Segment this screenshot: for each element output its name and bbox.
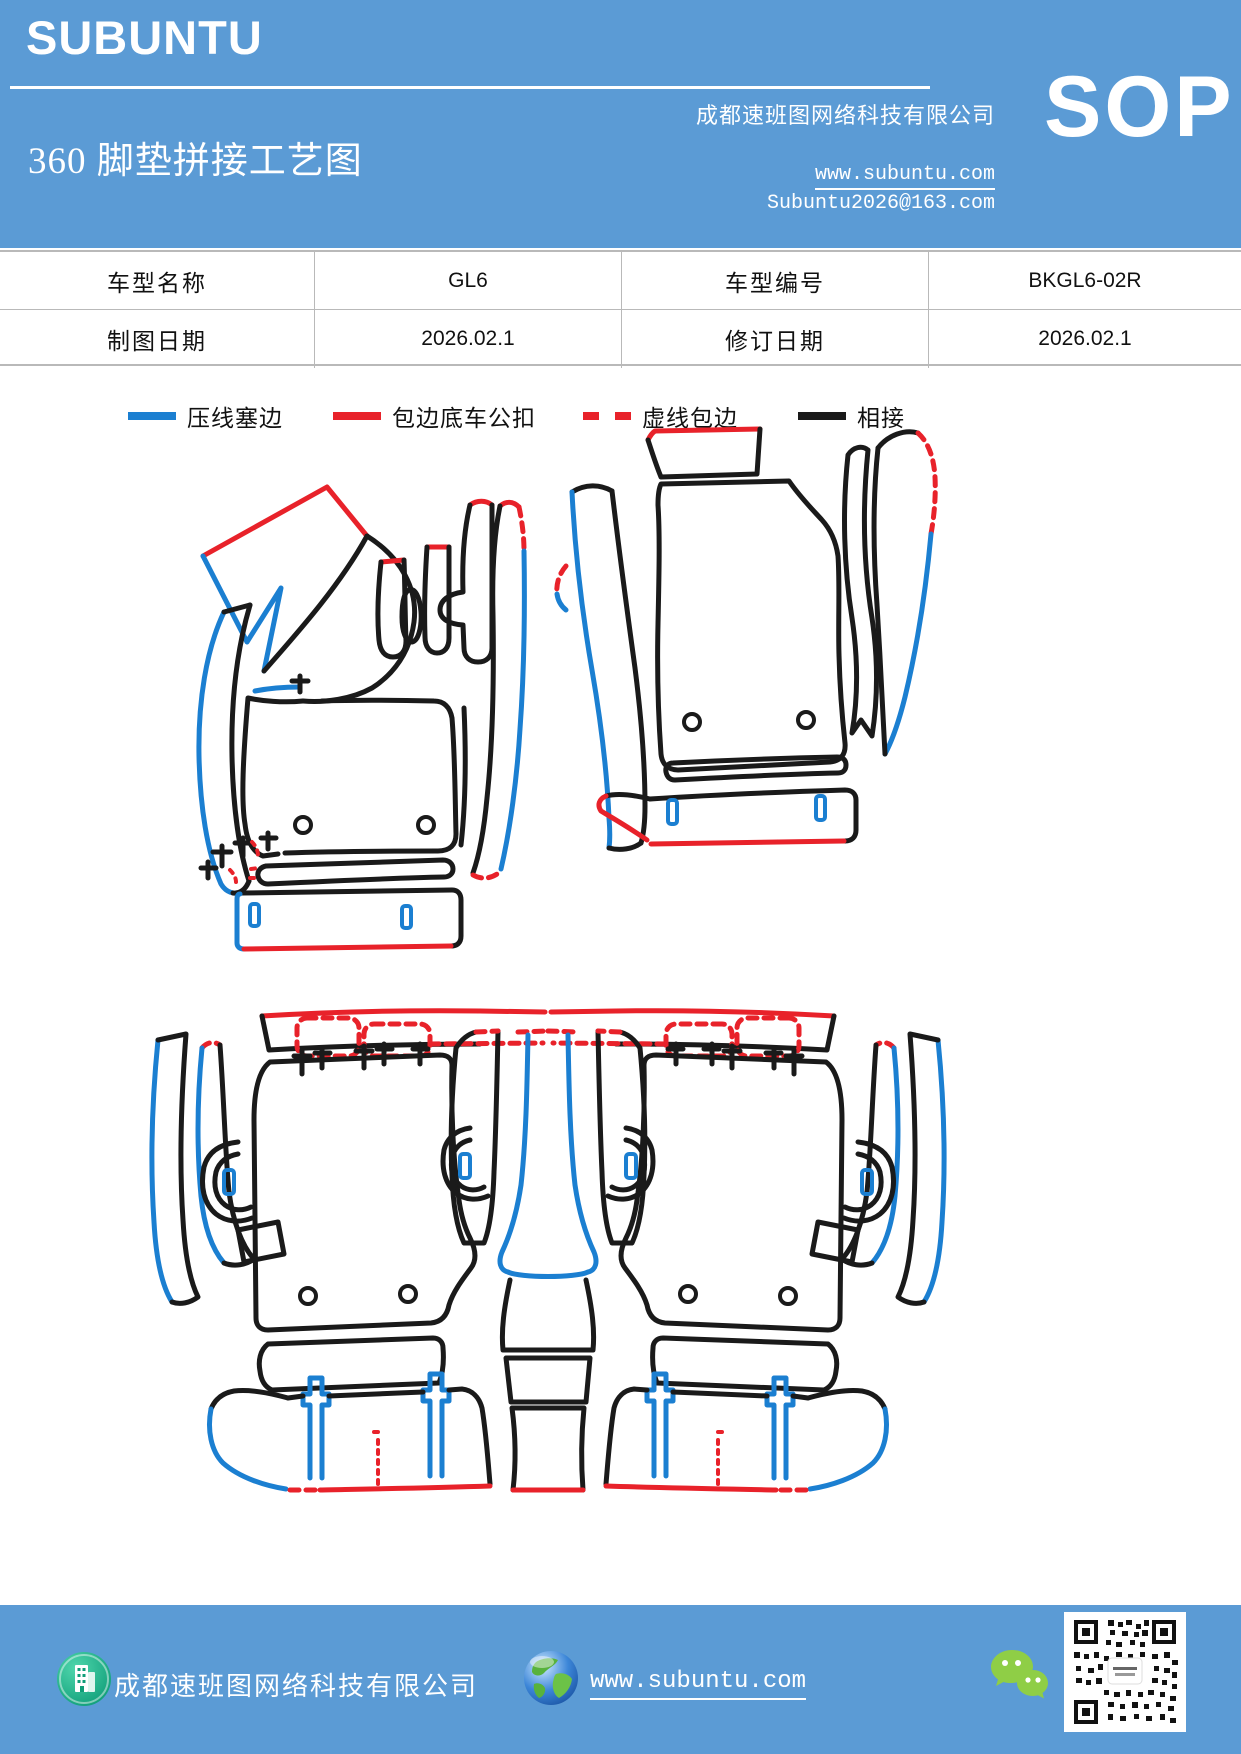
header-website-link[interactable]: www.subuntu.com <box>600 163 995 190</box>
brand-logo: SUBUNTU <box>26 11 263 64</box>
header-divider <box>10 86 930 89</box>
legend-label: 压线塞边 <box>187 406 283 431</box>
rear-center-tunnel-drawing <box>497 1028 599 1493</box>
header-company-name: 成都速班图网络科技有限公司 <box>695 103 995 128</box>
table-cell-model-label: 车型名称 <box>0 252 315 310</box>
vehicle-info-table: 车型名称 GL6 车型编号 BKGL6-02R 制图日期 2026.02.1 修… <box>0 250 1241 368</box>
wechat-icon <box>991 1650 1048 1699</box>
footer-company-name: 成都速班图网络科技有限公司 <box>114 1672 479 1701</box>
legend-item-joint: 相接 <box>798 398 905 434</box>
legend-label: 包边底车公扣 <box>392 406 536 431</box>
footer-website-link[interactable]: www.subuntu.com <box>590 1668 807 1700</box>
legend-item-press-edge: 压线塞边 <box>128 398 283 434</box>
legend-swatch-black <box>798 412 846 420</box>
qr-code <box>1064 1612 1186 1732</box>
table-cell-revdate-label: 修订日期 <box>622 310 929 368</box>
page-title: 360 脚垫拼接工艺图 <box>28 141 363 182</box>
company-building-icon <box>57 1652 111 1706</box>
rear-mats-drawing <box>149 1008 944 1493</box>
header-banner: SUBUNTU 360 脚垫拼接工艺图 成都速班图网络科技有限公司 SOP ww… <box>0 0 1241 248</box>
sop-badge: SOP <box>1044 59 1235 155</box>
legend-item-binding-edge: 包边底车公扣 <box>333 398 536 434</box>
table-cell-drawdate-label: 制图日期 <box>0 310 315 368</box>
legend-swatch-red <box>333 412 381 420</box>
table-cell-code-value: BKGL6-02R <box>929 252 1241 310</box>
legend-swatch-red-dashed <box>583 412 631 420</box>
table-cell-drawdate-value: 2026.02.1 <box>315 310 622 368</box>
header-email[interactable]: Subuntu2026@163.com <box>766 192 995 215</box>
legend-label: 虚线包边 <box>642 406 738 431</box>
front-driver-mat-drawing <box>196 484 527 952</box>
rear-mats-left-half <box>149 1008 548 1493</box>
legend-swatch-blue <box>128 412 176 420</box>
legend-item-dashed-binding: 虚线包边 <box>583 398 738 434</box>
globe-icon <box>524 1651 578 1705</box>
front-passenger-mat-drawing <box>554 426 938 852</box>
mat-process-diagram <box>149 426 1241 1493</box>
legend-label: 相接 <box>857 406 905 431</box>
table-cell-code-label: 车型编号 <box>622 252 929 310</box>
table-cell-model-value: GL6 <box>315 252 622 310</box>
table-cell-revdate-value: 2026.02.1 <box>1038 327 1132 350</box>
